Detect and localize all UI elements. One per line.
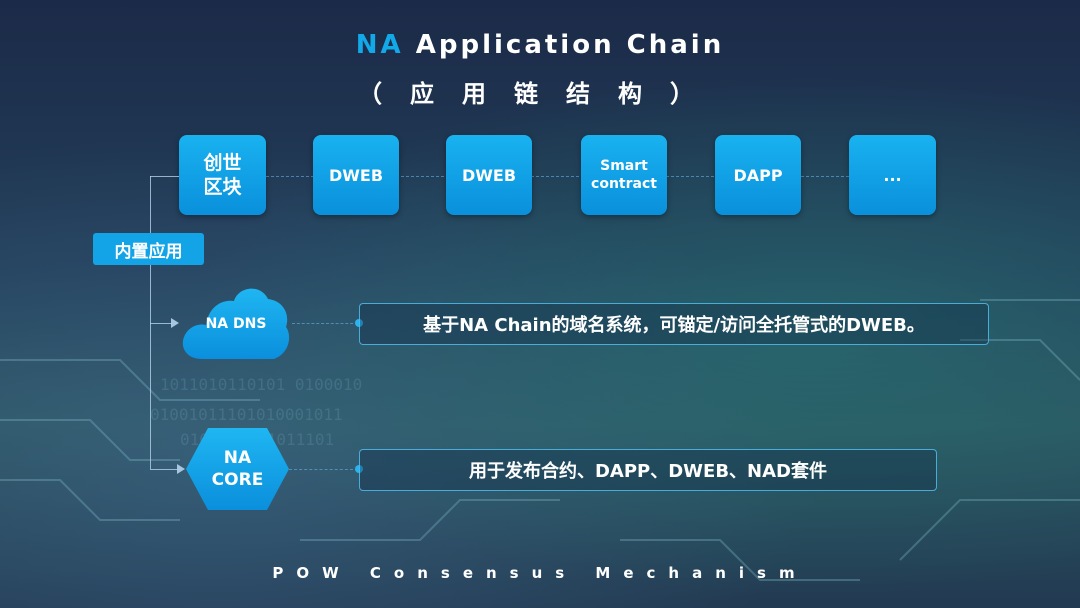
tree-trunk xyxy=(150,176,151,469)
tree-branch-dns xyxy=(150,323,172,324)
na-core-label: NA CORE xyxy=(211,448,264,490)
tree-connector-top xyxy=(150,176,179,177)
dweb-block: DWEB xyxy=(313,135,399,215)
chain-connector xyxy=(266,176,849,177)
cloud-icon xyxy=(182,288,290,359)
arrow-right-icon xyxy=(171,318,179,328)
ellipsis-block: ... xyxy=(849,135,936,215)
dapp-block: DAPP xyxy=(715,135,801,215)
core-connector xyxy=(289,469,358,470)
na-dns-label: NA DNS xyxy=(205,316,267,332)
svg-text:1011010110101 0100010: 1011010110101 0100010 xyxy=(160,375,362,394)
page-title: NA Application Chain xyxy=(0,30,1080,60)
builtin-apps-label: 内置应用 xyxy=(93,233,204,265)
svg-text:01001011101010001011: 01001011101010001011 xyxy=(150,405,343,424)
dweb-block-label: DWEB xyxy=(328,165,384,185)
dns-connector xyxy=(292,323,358,324)
genesis-block-label: 创世 区块 xyxy=(203,152,242,198)
title-accent: NA xyxy=(355,30,404,60)
arrow-right-icon xyxy=(177,464,185,474)
hexagon-icon xyxy=(186,428,289,510)
title-rest: Application Chain xyxy=(415,30,725,60)
dweb-block: DWEB xyxy=(446,135,532,215)
dapp-block-label: DAPP xyxy=(733,165,783,185)
dweb-block-label: DWEB xyxy=(461,165,517,185)
page-subtitle: （应用链结构） xyxy=(358,80,722,108)
smart-contract-block-label: Smart contract xyxy=(591,158,657,192)
dns-description: 基于NA Chain的域名系统，可锚定/访问全托管式的DWEB。 xyxy=(359,303,989,345)
genesis-block: 创世 区块 xyxy=(179,135,266,215)
tree-branch-core xyxy=(150,469,178,470)
core-description: 用于发布合约、DAPP、DWEB、NAD套件 xyxy=(359,449,937,491)
footer-caption: POW Consensus Mechanism xyxy=(272,564,808,582)
ellipsis-block-label: ... xyxy=(883,165,902,185)
smart-contract-block: Smart contract xyxy=(581,135,667,215)
